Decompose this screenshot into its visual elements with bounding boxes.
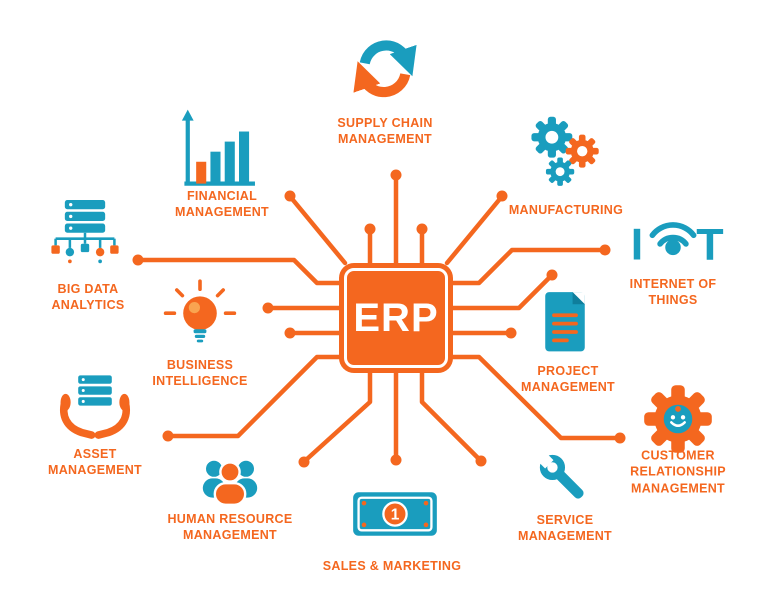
label-line: INTELLIGENCE	[152, 374, 248, 388]
gear-face-icon	[636, 377, 720, 461]
banknote-icon: 1	[347, 483, 443, 545]
hands-server-icon	[53, 367, 137, 451]
node-service-label: SERVICE MANAGEMENT	[518, 512, 612, 545]
label-line: MANAGEMENT	[631, 481, 725, 496]
label-line: INTERNET OF	[629, 276, 717, 291]
label-line: ANALYTICS	[51, 298, 125, 312]
iot-letter-t: T	[696, 219, 723, 269]
node-manufacturing-label: MANUFACTURING	[509, 202, 623, 218]
document-icon	[527, 286, 603, 362]
label-line: SUPPLY CHAIN	[337, 115, 433, 130]
label-line: HUMAN RESOURCE	[167, 511, 293, 526]
erp-center-node: ERP	[339, 263, 453, 373]
node-asset-label: ASSET MANAGEMENT	[48, 446, 142, 479]
node-supply-chain-label: SUPPLY CHAIN MANAGEMENT	[337, 115, 432, 148]
label-line: BUSINESS	[166, 357, 234, 372]
circular-arrows-icon	[346, 29, 424, 107]
label-line: MANUFACTURING	[508, 202, 624, 217]
node-financial-label: FINANCIAL MANAGEMENT	[175, 188, 269, 221]
label-line: ASSET	[73, 446, 117, 461]
node-sales-label: SALES & MARKETING	[323, 558, 461, 574]
banknote-denomination: 1	[391, 506, 400, 523]
label-line: PROJECT	[537, 363, 599, 378]
label-line: MANAGEMENT	[183, 528, 277, 542]
label-line: THINGS	[648, 293, 698, 307]
node-hr-label: HUMAN RESOURCE MANAGEMENT	[167, 511, 292, 544]
node-big-data-label: BIG DATA ANALYTICS	[51, 281, 124, 314]
label-line: RELATIONSHIP	[630, 464, 726, 479]
label-line: MANAGEMENT	[48, 463, 142, 477]
label-line: MANAGEMENT	[338, 132, 432, 146]
label-line: SERVICE	[536, 512, 594, 527]
node-project-label: PROJECT MANAGEMENT	[521, 363, 615, 396]
node-business-intelligence-label: BUSINESS INTELLIGENCE	[152, 357, 247, 390]
label-line: MANAGEMENT	[175, 205, 269, 219]
bar-chart-icon	[176, 108, 260, 192]
lightbulb-icon	[160, 278, 240, 358]
node-iot-label: INTERNET OF THINGS	[630, 276, 717, 309]
label-line: BIG DATA	[57, 281, 119, 296]
node-crm-label: CUSTOMER RELATIONSHIP MANAGEMENT	[630, 448, 726, 497]
label-line: MANAGEMENT	[521, 380, 615, 394]
people-group-icon	[190, 440, 270, 520]
iot-letter-i: I	[631, 219, 643, 269]
iot-signal-icon: I T	[617, 202, 729, 272]
erp-label: ERP	[353, 295, 439, 340]
server-network-icon	[43, 195, 127, 279]
label-line: SALES & MARKETING	[322, 558, 462, 573]
label-line: CUSTOMER	[641, 448, 715, 463]
label-line: FINANCIAL	[186, 188, 258, 203]
gears-icon	[524, 111, 606, 193]
wrench-icon	[528, 443, 602, 517]
label-line: MANAGEMENT	[518, 529, 612, 543]
